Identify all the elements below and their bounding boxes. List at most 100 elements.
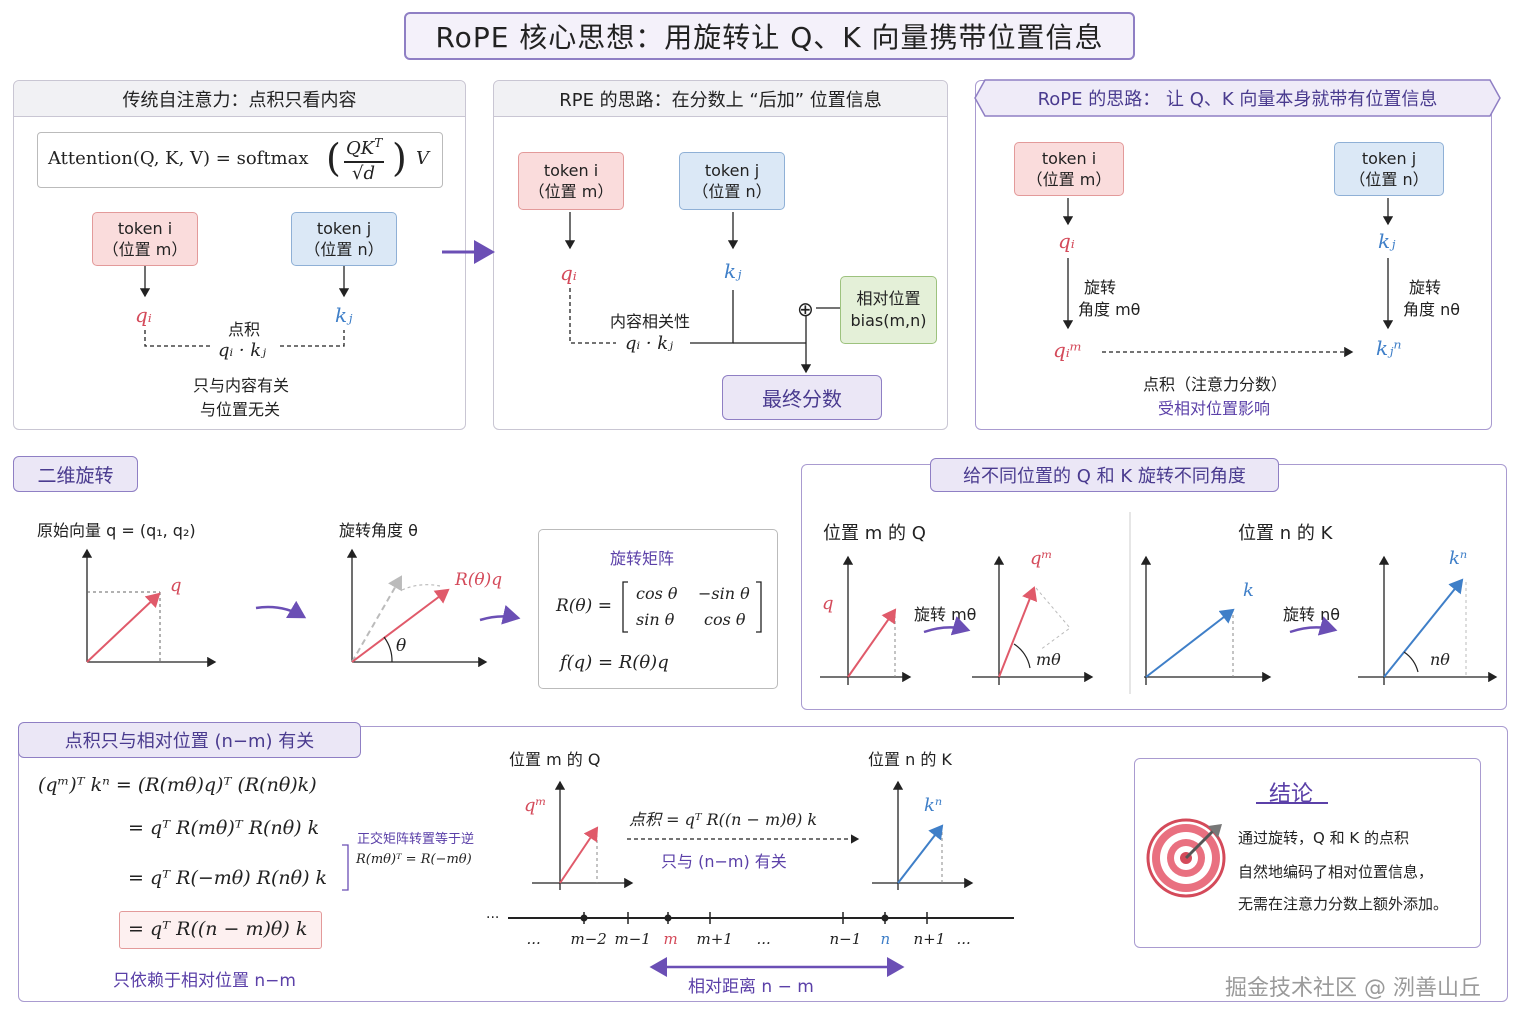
- tag-2d-rotation: 二维旋转: [13, 456, 138, 492]
- token-name: token i: [117, 219, 173, 238]
- p3-rot-i-line2: 角度 mθ: [1078, 300, 1141, 319]
- token-name: token i: [543, 161, 599, 180]
- da-k-label: k: [1243, 580, 1254, 601]
- da-rotate-n: 旋转 nθ: [1283, 605, 1341, 624]
- depends-note: 只依赖于相对位置 n−m: [113, 971, 296, 991]
- banner-shape: [974, 79, 1501, 117]
- plot-original-vector: [81, 548, 217, 668]
- k-title: 位置 n 的 K: [1238, 523, 1333, 544]
- formula-v: V: [416, 148, 429, 169]
- rp-qm: qᵐ: [524, 795, 547, 816]
- tick-label: ...: [956, 930, 971, 948]
- paren-right: ): [392, 136, 407, 180]
- rope-header-banner: RoPE 的思路： 让 Q、K 向量本身就带有位置信息: [974, 79, 1501, 117]
- tick-label: n+1: [913, 930, 946, 948]
- p3-affected-label: 受相对位置影响: [1158, 399, 1271, 418]
- panel-header: RoPE 的思路： 让 Q、K 向量本身就带有位置信息: [1037, 89, 1438, 110]
- tick-label: m: [663, 930, 678, 948]
- arrow-to-rotated: [255, 600, 307, 619]
- page-title: RoPE 核心思想：用旋转让 Q、K 向量携带位置信息: [404, 12, 1135, 60]
- p3-rot-j-line1: 旋转: [1409, 278, 1442, 297]
- token-name: token j: [316, 219, 372, 238]
- p3-rot-j-line2: 角度 nθ: [1403, 300, 1461, 319]
- tick-label: m−1: [614, 930, 651, 948]
- final-score-box: 最终分数: [722, 375, 882, 420]
- tick-label: ...: [756, 930, 771, 948]
- panel-different-angles: [801, 464, 1507, 710]
- matrix-title: 旋转矩阵: [610, 549, 675, 568]
- panel-header: RPE 的思路：在分数上 “后加” 位置信息: [494, 81, 947, 117]
- panel-rpe-idea: RPE 的思路：在分数上 “后加” 位置信息: [493, 80, 948, 430]
- attention-formula-lhs: Attention(Q, K, V) = softmax: [48, 148, 309, 169]
- attention-formula-box: [37, 132, 443, 188]
- formula-numerator: QKT: [346, 136, 383, 159]
- p2-kj: kⱼ: [724, 259, 742, 283]
- p2-token-j: token j （位置 n）: [679, 152, 785, 210]
- tag-different-angles: 给不同位置的 Q 和 K 旋转不同角度: [930, 458, 1279, 492]
- p3-qi: qᵢ: [1058, 229, 1075, 253]
- da-kn-label: kⁿ: [1449, 548, 1468, 569]
- formula-denominator: √d: [352, 163, 375, 184]
- da-m-theta: mθ: [1036, 650, 1061, 669]
- p1-note-line2: 与位置无关: [200, 400, 281, 419]
- plus-icon: ⊕: [797, 297, 814, 321]
- token-name: token j: [704, 161, 760, 180]
- bias-formula: bias(m,n): [850, 311, 927, 330]
- paren-left: (: [326, 136, 341, 180]
- conclusion-line1: 通过旋转，Q 和 K 的点积: [1238, 829, 1409, 847]
- da-qm-label: qᵐ: [1030, 548, 1053, 569]
- watermark: 掘金技术社区 @ 洌善山丘: [1225, 976, 1481, 1001]
- eq1: (qᵐ)ᵀ kⁿ = (R(mθ)q)ᵀ (R(nθ)k): [38, 774, 317, 796]
- p3-qim: qᵢᵐ: [1053, 338, 1083, 362]
- arrow-to-matrix: [479, 604, 521, 625]
- original-vector-label: 原始向量 q = (q₁, q₂): [37, 521, 196, 540]
- p1-token-j: token j （位置 n）: [291, 212, 397, 266]
- p1-dot-label: 点积: [228, 320, 261, 339]
- token-name: token i: [1041, 149, 1097, 168]
- eq4-highlight-box: [119, 911, 322, 949]
- panel-rope-idea: [975, 80, 1492, 430]
- rq-label: R(θ)q: [455, 570, 503, 590]
- token-position: （位置 m）: [102, 240, 188, 259]
- tick-label: n−1: [829, 930, 862, 948]
- tag-relative-position: 点积只与相对位置 (n−m) 有关: [18, 722, 361, 758]
- da-n-theta: nθ: [1430, 650, 1450, 669]
- axis-ellipsis: ...: [486, 906, 500, 922]
- conclusion-line3: 无需在注意力分数上额外添加。: [1238, 895, 1449, 913]
- fraction-bar: [344, 161, 384, 163]
- p1-token-i: token i （位置 m）: [92, 212, 198, 266]
- p3-dot-label: 点积（注意力分数）: [1143, 375, 1288, 394]
- p2-relevance-label: 内容相关性: [610, 312, 691, 331]
- q-vector-label: q: [170, 575, 182, 596]
- plot-rotated-vector: [346, 548, 488, 668]
- token-position: （位置 n）: [1349, 170, 1429, 189]
- p1-note-line1: 只与内容有关: [193, 376, 290, 395]
- token-position: （位置 n）: [304, 240, 384, 259]
- tick-label: ...: [526, 930, 541, 948]
- ortho-note: 正交矩阵转置等于逆: [357, 832, 475, 847]
- rp-only-related: 只与 (n−m) 有关: [661, 852, 787, 871]
- da-rotate-m: 旋转 mθ: [914, 605, 977, 624]
- da-q-label: q: [822, 593, 834, 614]
- rp-dot-formula: 点积 = qᵀ R((n − m)θ) k: [629, 810, 818, 829]
- p1-qi: qᵢ: [135, 303, 152, 327]
- rot-angle-label: 旋转角度 θ: [339, 521, 418, 540]
- p2-qi: qᵢ: [560, 261, 577, 285]
- token-position: （位置 n）: [692, 182, 772, 201]
- p1-dot-formula: qᵢ · kⱼ: [218, 340, 266, 361]
- conclusion-line2: 自然地编码了相对位置信息，: [1238, 863, 1434, 881]
- m12: −sin θ: [698, 584, 750, 603]
- eq2: = qᵀ R(mθ)ᵀ R(nθ) k: [128, 817, 320, 839]
- p2-dot-formula: qᵢ · kⱼ: [625, 333, 673, 354]
- p3-rot-i-line1: 旋转: [1084, 278, 1117, 297]
- conclusion-title-underline: [1256, 802, 1328, 804]
- tick-label: m+1: [696, 930, 733, 948]
- m11: cos θ: [636, 584, 678, 603]
- m21: sin θ: [636, 610, 675, 629]
- p3-kjn: kⱼⁿ: [1376, 336, 1402, 360]
- tick-label: n: [880, 930, 891, 948]
- rp-kn: kⁿ: [924, 795, 943, 816]
- conclusion-box: [1134, 758, 1481, 948]
- rotation-matrix-box: [538, 529, 778, 689]
- token-name: token j: [1361, 149, 1417, 168]
